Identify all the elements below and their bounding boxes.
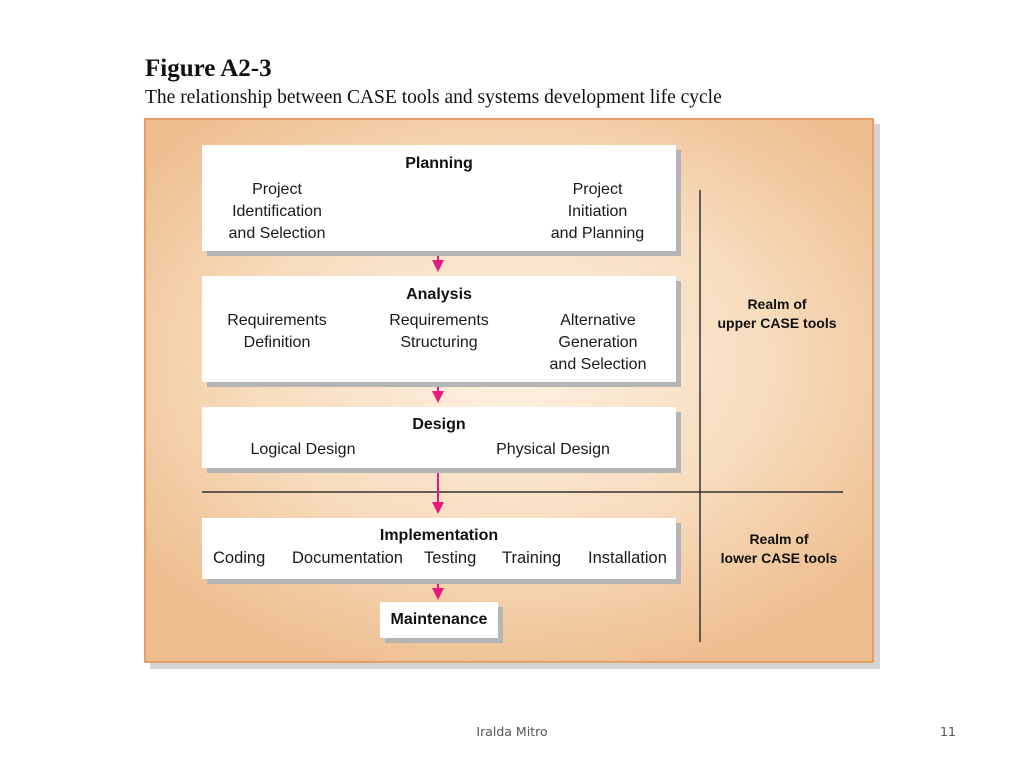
implementation-box: Implementation Coding Documentation Test…	[202, 518, 676, 579]
planning-item-identification: Project Identification and Selection	[228, 181, 326, 242]
figure-title: Figure A2-3	[145, 55, 272, 82]
planning-title: Planning	[405, 155, 473, 172]
planning-box: Planning Project Identification and Sele…	[202, 145, 676, 251]
implementation-item-installation: Installation	[588, 549, 667, 567]
flow-arrow-implementation-maintenance	[432, 579, 444, 600]
maintenance-title: Maintenance	[390, 611, 488, 628]
realm-lower-case-label: Realm of lower CASE tools	[720, 531, 838, 566]
figure-subtitle: The relationship between CASE tools and …	[145, 87, 722, 108]
maintenance-box: Maintenance	[380, 602, 498, 638]
analysis-item-alternatives: Alternative Generation and Selection	[549, 312, 647, 373]
design-box: Design Logical Design Physical Design	[202, 407, 676, 468]
design-item-physical: Physical Design	[496, 441, 610, 458]
implementation-item-coding: Coding	[213, 549, 266, 567]
implementation-title: Implementation	[379, 527, 499, 544]
flow-arrow-planning-analysis	[432, 251, 444, 272]
design-item-logical: Logical Design	[250, 441, 356, 458]
analysis-box: Analysis Requirements Definition Require…	[202, 276, 676, 382]
footer-author: Iralda Mitro	[476, 724, 548, 739]
realm-upper-case-label: Realm of upper CASE tools	[717, 296, 837, 331]
design-title: Design	[412, 416, 466, 433]
flow-arrow-analysis-design	[432, 382, 444, 403]
analysis-item-structuring: Requirements Structuring	[389, 312, 489, 351]
planning-item-initiation: Project Initiation and Planning	[550, 181, 645, 242]
page-number: 11	[940, 724, 956, 739]
implementation-item-testing: Testing	[424, 549, 477, 567]
analysis-item-definition: Requirements Definition	[227, 312, 327, 351]
implementation-item-documentation: Documentation	[292, 549, 403, 567]
analysis-title: Analysis	[406, 286, 472, 303]
flow-arrow-design-implementation	[432, 468, 444, 514]
implementation-item-training: Training	[502, 549, 561, 567]
